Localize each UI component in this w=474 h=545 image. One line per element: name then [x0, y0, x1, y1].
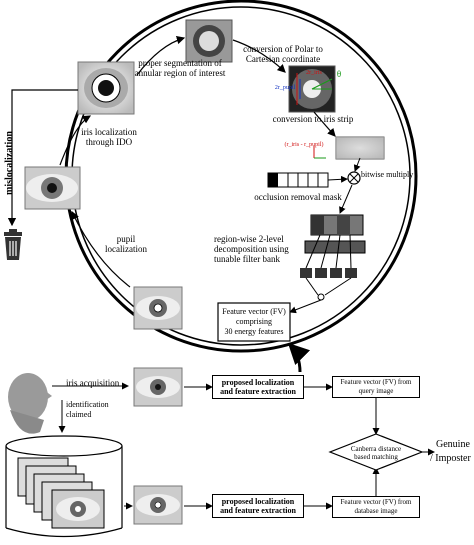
polar-iris-image — [288, 65, 336, 113]
bitwise-multiply-label: bitwise multiply — [361, 170, 414, 179]
r-iris-label: 2r_iris — [306, 70, 322, 76]
r-pupil-label: 2r_pupil — [274, 85, 296, 91]
eye-image-database — [133, 485, 183, 525]
fv-query-box: Feature vector (FV) from query image — [332, 376, 420, 398]
trash-icon — [4, 229, 22, 260]
proposed-extraction-bottom: proposed localization and feature extrac… — [212, 494, 304, 518]
fv-circle-line-1: Feature vector (FV) — [222, 307, 286, 316]
identification-claimed-label: identification claimed — [66, 400, 109, 419]
fv-circle-text: Feature vector (FV) comprising 30 energy… — [218, 307, 290, 337]
database-eye-stack — [17, 457, 105, 529]
eye-image-ido — [24, 166, 81, 210]
eye-image-pupil — [133, 286, 183, 330]
iris-strip — [313, 136, 385, 160]
iris-localization-label: iris localization through IDO — [81, 127, 137, 147]
imposter-label: / Imposter — [430, 453, 471, 464]
person-head-icon — [8, 373, 52, 434]
fv-circle-line-3: 30 energy features — [224, 327, 284, 336]
segmented-iris-image — [185, 19, 233, 63]
fv-circle-box — [217, 302, 291, 342]
pupil-localization-label: pupil localization — [105, 234, 147, 254]
theta-label: θ — [336, 69, 342, 79]
fv-database-box: Feature vector (FV) from database image — [332, 496, 420, 518]
region-wise-label: region-wise 2-level decomposition using … — [214, 234, 289, 264]
occlusion-mask-label: occlusion removal mask — [254, 192, 342, 202]
database-cylinder — [5, 435, 123, 538]
filter-bank-image — [300, 214, 366, 301]
matching-diamond — [328, 433, 424, 471]
genuine-label: Genuine — [436, 439, 470, 450]
multiply-node — [347, 171, 361, 185]
mislocalization-label: mislocalization — [4, 131, 15, 195]
eye-image-acquired — [133, 367, 183, 407]
proposed-extraction-top: proposed localization and feature extrac… — [212, 375, 304, 399]
conversion-strip-label: conversion to iris strip — [272, 114, 354, 124]
canberra-label: Canberra distance based matching — [350, 445, 402, 461]
occlusion-mask — [267, 172, 329, 188]
proper-segmentation-label: proper segmentation of annular region of… — [134, 58, 226, 78]
iris-acquisition-label: iris acquisition — [66, 378, 120, 388]
fv-circle-line-2: comprising — [236, 317, 272, 326]
conversion-polar-label: conversion of Polar to Cartesian coordin… — [243, 44, 323, 64]
eye-image-segmented — [77, 61, 135, 115]
r-diff-label: (r_iris - r_pupil) — [284, 142, 324, 148]
